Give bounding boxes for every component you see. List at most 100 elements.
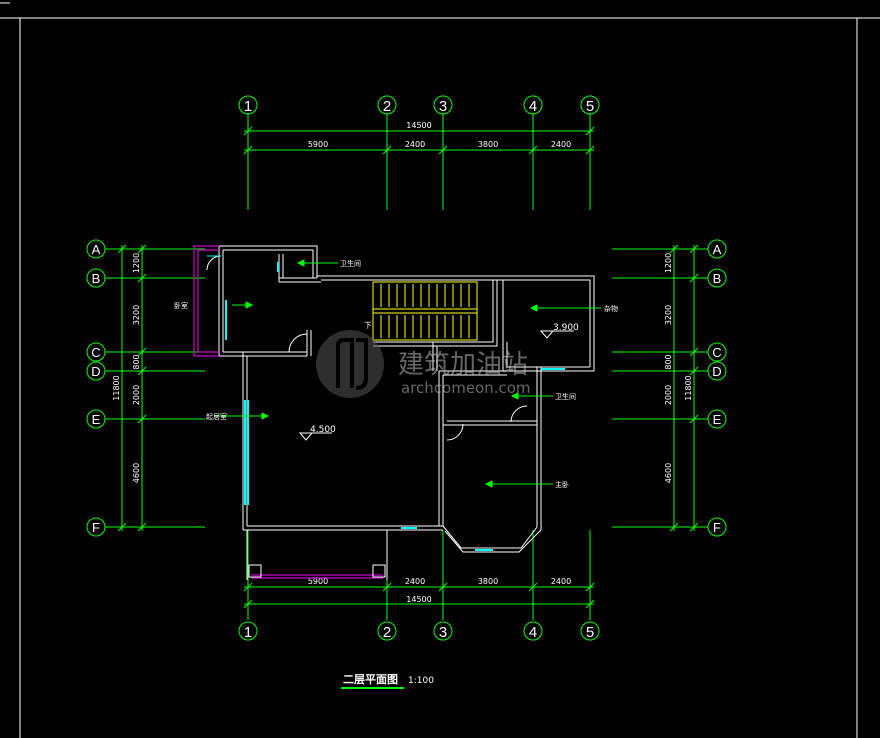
dimensions-top: 14500 5900 2400 3800 2400 [308,121,571,149]
dim-bottom-seg-2: 2400 [405,577,425,586]
axis-bubble-B-left [86,268,106,288]
axis-bubble-2-top [377,95,397,115]
axis-bubble-1-bottom [238,621,258,641]
axis-label-3-bottom: 3 [439,624,447,641]
dim-bottom-seg-3: 3800 [478,577,498,586]
axis-bubble-B-right [707,268,727,288]
room-label-bedroom-right: 主卧 [555,480,569,489]
balcony-posts [248,564,386,578]
dim-top-seg-2: 2400 [405,140,425,149]
dim-top-seg-3: 3800 [478,140,498,149]
axis-label-D-right: D [712,364,721,379]
room-label-toilet: 卫生间 [340,259,361,268]
axis-bubbles-top: 1 2 3 4 5 [238,95,600,115]
axis-label-2-bottom: 2 [383,624,391,641]
room-label-hall: 起居室 [206,412,227,421]
stair-treads [372,281,478,341]
dim-bottom-seg-4: 2400 [551,577,571,586]
axis-label-A-right: A [713,242,722,257]
axis-bubble-C-left [86,342,106,362]
dim-right-seg-3: 800 [664,354,673,369]
dim-left-total: 11800 [112,375,121,400]
axis-label-B-left: B [92,271,101,286]
dim-top-seg-4: 2400 [551,140,571,149]
level-marks: 4.500 3.900 [298,323,579,441]
axis-bubble-D-right [707,361,727,381]
dimensions-bottom: 5900 2400 3800 2400 14500 [308,577,571,604]
axis-label-C-left: C [91,345,100,360]
axis-bubble-F-left [86,517,106,537]
room-labels: 卫生间 卧室 杂物 起居室 卫生间 主卧 下 [174,259,618,489]
axis-label-5-top: 5 [586,98,594,115]
dim-right-total: 11800 [684,375,693,400]
axis-label-5-bottom: 5 [586,624,594,641]
axis-bubble-3-top [433,95,453,115]
dimensions-right: 11800 1200 3200 800 2000 4600 [664,253,693,483]
axis-bubble-D-left [86,361,106,381]
dim-bottom-total: 14500 [406,595,431,604]
room-pointers [215,259,601,488]
stair-step-lines [380,284,470,338]
axis-label-4-bottom: 4 [529,624,537,641]
dim-left-seg-3: 800 [132,354,141,369]
dim-left-seg-5: 4600 [132,463,141,483]
railings [193,245,383,579]
axis-bubble-C-right [707,342,727,362]
axis-label-B-right: B [713,271,722,286]
axis-bubble-4-bottom [523,621,543,641]
axis-bubble-4-top [523,95,543,115]
axis-bubble-3-bottom [433,621,453,641]
dim-right-seg-1: 1200 [664,253,673,273]
axis-label-E-right: E [713,412,722,427]
axis-bubble-5-top [580,95,600,115]
windows [225,262,565,551]
axis-label-C-right: C [712,345,721,360]
building-walls [218,245,595,580]
dimensions-left: 11800 1200 3200 800 2000 4600 [112,253,141,483]
dim-left-seg-2: 3200 [132,305,141,325]
dim-top-seg-1: 5900 [308,140,328,149]
axis-bubble-1-top [238,95,258,115]
drawing-title-text: 二层平面图 [343,673,398,686]
axis-label-1-bottom: 1 [244,624,252,641]
drawing-title: 二层平面图 1:100 [341,673,434,689]
axis-bubbles-left: A B C D E F [86,239,106,537]
axis-label-A-left: A [92,242,101,257]
axis-label-D-left: D [91,364,100,379]
level-main: 4.500 [310,425,336,435]
stair-direction-label: 下 [364,321,372,330]
dim-left-seg-4: 2000 [132,385,141,405]
axis-bubbles-bottom: 1 2 3 4 5 [238,621,600,641]
axis-bubble-A-right [707,239,727,259]
axis-label-4-top: 4 [529,98,537,115]
dimension-ticks [117,126,699,609]
watermark-cn: 建筑加油站 [398,350,528,380]
axis-label-F-right: F [713,520,721,535]
axis-bubble-E-left [86,409,106,429]
watermark-en: archcomeon.com [401,379,531,397]
dim-top-total: 14500 [406,121,431,130]
axis-bubble-E-right [707,409,727,429]
axis-label-2-top: 2 [383,98,391,115]
room-label-bathroom: 卫生间 [555,392,576,401]
axis-bubble-2-bottom [377,621,397,641]
axis-label-1-top: 1 [244,98,252,115]
room-label-storage: 杂物 [604,304,618,313]
axis-label-F-left: F [92,520,100,535]
axis-label-3-top: 3 [439,98,447,115]
drawing-title-scale: 1:100 [408,676,434,686]
axis-bubble-F-right [707,517,727,537]
axis-bubble-5-bottom [580,621,600,641]
level-side: 3.900 [553,323,579,333]
dim-bottom-seg-1: 5900 [308,577,328,586]
dim-right-seg-5: 4600 [664,463,673,483]
door-swings [206,255,528,441]
axis-bubbles-right: A B C D E F [707,239,727,537]
dim-right-seg-2: 3200 [664,305,673,325]
watermark: 建筑加油站 archcomeon.com [316,330,531,398]
axis-label-E-left: E [92,412,101,427]
axis-bubble-A-left [86,239,106,259]
room-label-bedroom-left: 卧室 [174,301,188,310]
dim-right-seg-4: 2000 [664,385,673,405]
